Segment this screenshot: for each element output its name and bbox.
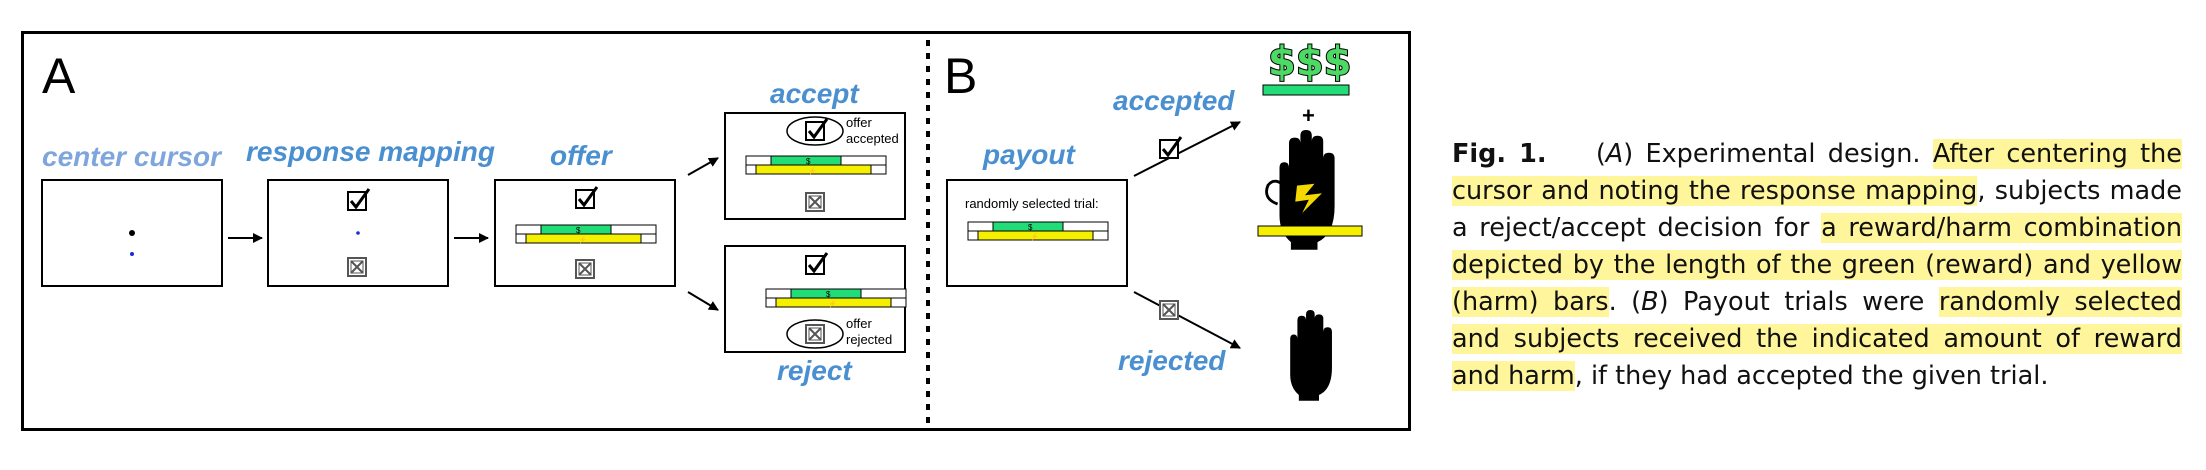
plus-sign: + bbox=[1302, 103, 1315, 128]
offer-accepted-line1: offer bbox=[846, 115, 872, 130]
figure-caption: Fig. 1. (A) Experimental design. After c… bbox=[1452, 136, 2182, 395]
checkbox-checked-icon bbox=[346, 187, 371, 212]
payout-bars bbox=[967, 221, 1109, 242]
arrow-icon bbox=[687, 291, 719, 311]
caption-label: Fig. 1. bbox=[1452, 139, 1547, 169]
reward-bar bbox=[1262, 84, 1350, 96]
offer-accepted-line2: accepted bbox=[846, 131, 899, 146]
panel-a-letter: A bbox=[42, 48, 76, 104]
checkbox-checked-icon bbox=[804, 251, 829, 276]
caption-text: . ( bbox=[1608, 287, 1642, 317]
arrow-icon bbox=[1133, 121, 1241, 177]
offer-bars bbox=[765, 288, 907, 309]
offer-rejected-line1: offer bbox=[846, 316, 872, 331]
checkbox-checked-icon bbox=[1158, 135, 1183, 160]
step-label-offer: offer bbox=[550, 140, 614, 171]
step-label-response-mapping: response mapping bbox=[246, 136, 495, 167]
caption-text: , subjects made a reject/accept decision… bbox=[1452, 176, 2182, 243]
caption-panel-ref: A bbox=[1605, 139, 1624, 169]
caption-text: , if they had accepted the given trial. bbox=[1574, 361, 2049, 391]
offer-bars bbox=[745, 155, 887, 176]
checkbox-checked-icon bbox=[804, 117, 829, 142]
figure-frame bbox=[21, 31, 1411, 431]
checkbox-crossed-icon bbox=[1159, 300, 1179, 320]
randomly-selected-trial-label: randomly selected trial: bbox=[965, 196, 1099, 211]
panel-b-letter: B bbox=[944, 48, 977, 104]
cursor-dot bbox=[356, 231, 360, 235]
center-dot bbox=[129, 230, 135, 236]
caption-text: ) Experimental design. bbox=[1623, 139, 1933, 169]
shocked-hand-icon bbox=[1265, 130, 1335, 250]
label-accepted: accepted bbox=[1113, 85, 1235, 116]
step-label-payout: payout bbox=[982, 139, 1076, 170]
checkbox-checked-icon bbox=[574, 185, 599, 210]
checkbox-crossed-icon bbox=[347, 257, 367, 277]
step-label-center-cursor: center cursor bbox=[42, 141, 223, 172]
step-label-accept: accept bbox=[770, 78, 860, 109]
label-rejected: rejected bbox=[1118, 345, 1226, 376]
harm-bar bbox=[1257, 225, 1363, 237]
lightning-icon bbox=[1294, 182, 1325, 216]
arrow-icon bbox=[687, 157, 719, 176]
step-label-reject: reject bbox=[777, 355, 853, 386]
caption-text: ) Payout trials were bbox=[1658, 287, 1939, 317]
money-icon: $$$ bbox=[1268, 39, 1352, 85]
hand-icon bbox=[1290, 310, 1332, 401]
arrow-icon bbox=[1133, 291, 1241, 349]
caption-panel-ref: B bbox=[1641, 287, 1659, 317]
cursor-dot bbox=[130, 252, 134, 256]
checkbox-crossed-icon bbox=[575, 259, 595, 279]
offer-bars bbox=[515, 224, 657, 245]
checkbox-crossed-icon bbox=[805, 192, 825, 212]
caption-text: ( bbox=[1595, 139, 1606, 169]
offer-rejected-line2: rejected bbox=[846, 332, 892, 347]
checkbox-crossed-icon bbox=[805, 324, 825, 344]
